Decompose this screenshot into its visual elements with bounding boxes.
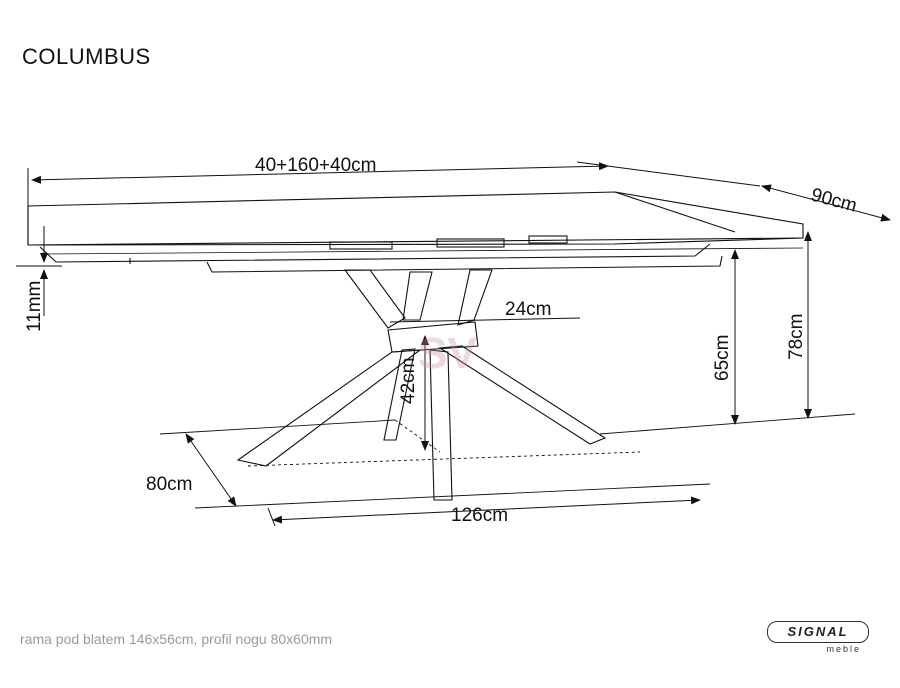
dim-clearance-label: 65cm bbox=[712, 335, 733, 381]
table-frame bbox=[39, 235, 723, 273]
dim-base-length-label: 126cm bbox=[451, 505, 508, 526]
dim-leg-height-label: 42cm bbox=[398, 358, 419, 404]
dimension-lines bbox=[16, 161, 891, 527]
dim-length-label: 40+160+40cm bbox=[255, 155, 377, 176]
dim-total-height-label: 78cm bbox=[786, 314, 807, 360]
dim-leg-width-label: 24cm bbox=[505, 299, 551, 320]
footer-note: rama pod blatem 146x56cm, profil nogu 80… bbox=[20, 631, 333, 647]
dim-top-thickness-label: 11mm bbox=[24, 281, 45, 332]
brand-sub: meble bbox=[826, 644, 861, 654]
watermark-text: SV bbox=[418, 329, 477, 378]
dim-base-depth-label: 80cm bbox=[146, 474, 192, 495]
brand-name: SIGNAL bbox=[767, 621, 869, 643]
brand-logo: SIGNAL meble bbox=[767, 621, 869, 657]
table-top bbox=[27, 191, 804, 255]
product-title: COLUMBUS bbox=[22, 44, 151, 69]
floor-lines bbox=[159, 413, 856, 509]
cross-legs bbox=[236, 269, 607, 501]
dim-width-label: 90cm bbox=[809, 185, 859, 217]
